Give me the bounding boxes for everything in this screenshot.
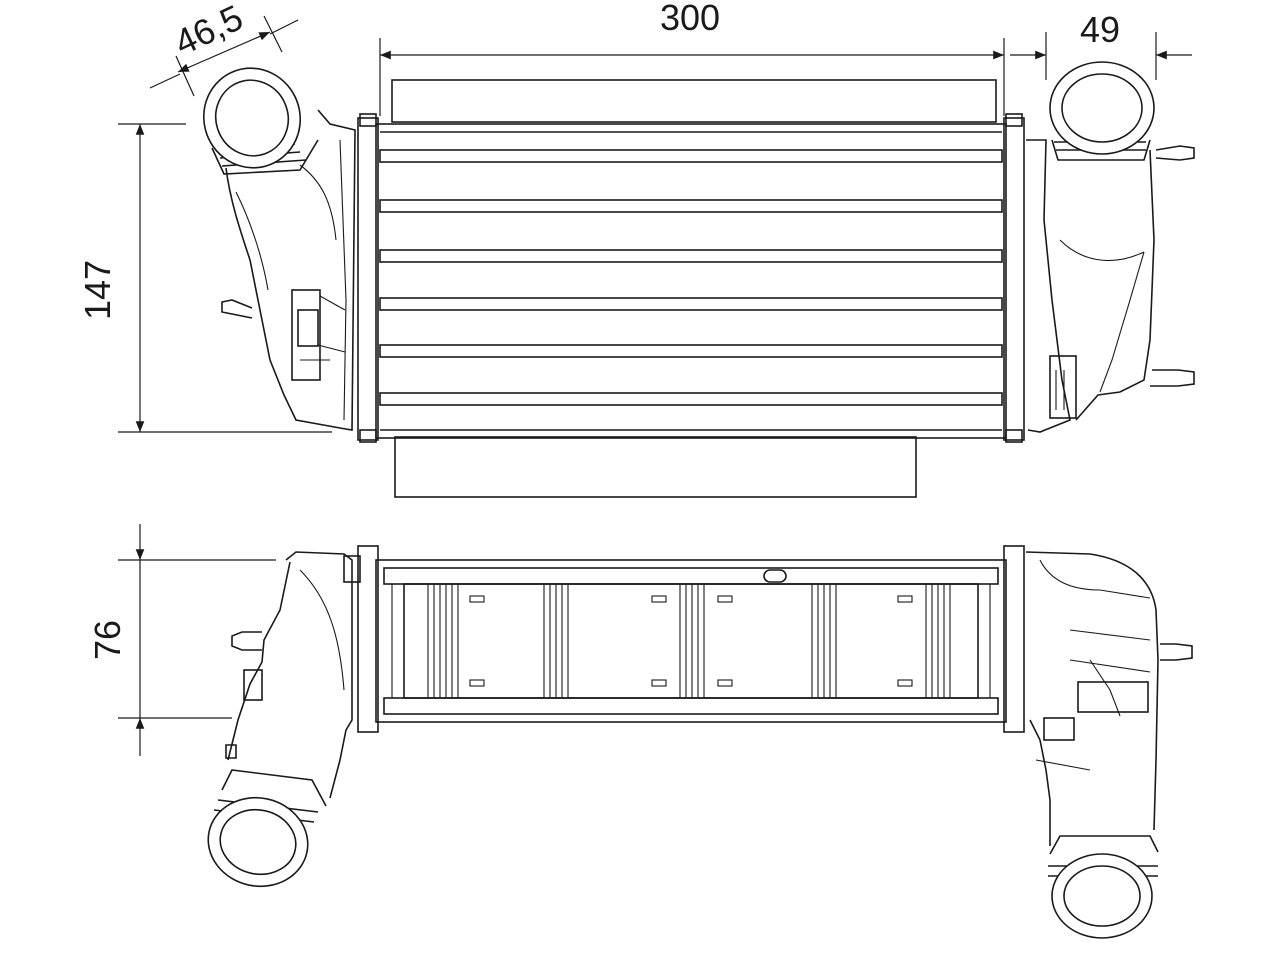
core-tubes (379, 149, 1003, 406)
inlet-pipe-top (207, 551, 361, 888)
dim-label-49: 49 (1080, 9, 1120, 50)
right-side-plate (1003, 117, 1025, 441)
inlet-pipe-front (202, 67, 356, 431)
dim-outlet-offset: 49 (1010, 9, 1192, 80)
dim-core-depth: 76 (87, 524, 276, 756)
outlet-pipe-front (1026, 61, 1195, 433)
outlet-pipe-top (1025, 551, 1193, 939)
top-tank-outline (391, 79, 997, 123)
bottom-tank-outline (394, 436, 917, 498)
dim-label-147: 147 (77, 260, 118, 320)
top-view: 76 (87, 524, 1193, 939)
core-body-top (375, 559, 1007, 723)
dim-label-300: 300 (660, 0, 720, 38)
core-bands (427, 584, 951, 698)
core-body (375, 123, 1007, 439)
dim-label-46-5: 46,5 (168, 0, 249, 63)
dim-core-height: 147 (77, 123, 332, 433)
dim-core-width: 300 (379, 0, 1005, 116)
dim-label-76: 76 (87, 620, 128, 660)
front-view: 46,5 300 49 147 (77, 0, 1195, 498)
left-side-plate (357, 117, 379, 441)
